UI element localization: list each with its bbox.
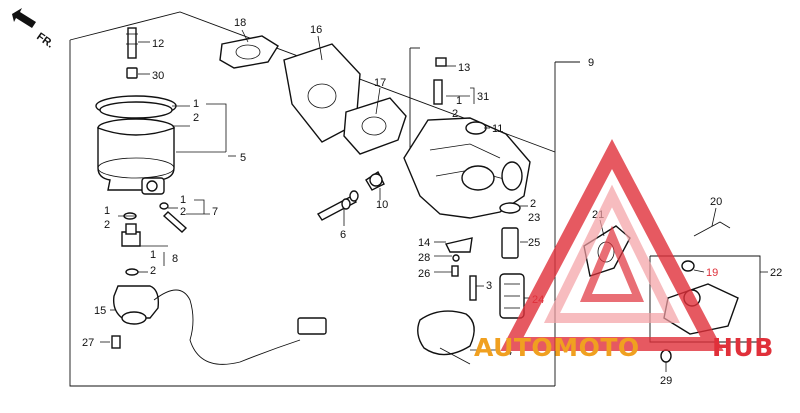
label-12: 12 — [152, 38, 164, 50]
label-11: 11 — [492, 123, 503, 135]
insulator-gaskets — [219, 35, 407, 155]
float-chamber-assembly — [95, 27, 327, 365]
label-8: 8 — [172, 253, 178, 265]
label-17: 17 — [374, 77, 386, 89]
label-14: 14 — [418, 237, 430, 249]
label-2c: 2 — [180, 206, 186, 218]
label-10: 10 — [376, 199, 388, 211]
label-7: 7 — [212, 206, 218, 218]
label-22: 22 — [770, 267, 782, 279]
label-3: 3 — [486, 280, 492, 292]
label-15: 15 — [94, 305, 106, 317]
watermark-text-automoto: AUTOMOTO — [474, 333, 640, 362]
frame-outline — [69, 11, 580, 387]
label-28: 28 — [418, 252, 430, 264]
label-5: 5 — [240, 152, 246, 164]
label-31: 31 — [477, 91, 489, 103]
label-1f: 1 — [456, 95, 462, 107]
pilot-screw-set — [316, 170, 385, 221]
label-4: 4 — [506, 346, 512, 358]
automotohub-watermark: AUTOMOTO HUB — [474, 138, 774, 362]
direction-label: FR. — [34, 31, 55, 51]
label-2e: 2 — [150, 265, 156, 277]
label-16: 16 — [310, 24, 322, 36]
label-2g: 2 — [530, 198, 536, 210]
label-1a: 1 — [193, 98, 199, 110]
label-2a: 2 — [193, 112, 199, 124]
label-1d: 1 — [104, 205, 110, 217]
label-18: 18 — [234, 17, 246, 29]
label-19: 19 — [706, 267, 718, 279]
label-1c: 1 — [180, 194, 186, 206]
label-6: 6 — [340, 229, 346, 241]
label-27: 27 — [82, 337, 94, 349]
leader-lines — [100, 29, 768, 372]
carburetor-body — [403, 57, 531, 365]
front-direction-arrow: FR. — [12, 8, 56, 51]
label-9: 9 — [588, 57, 594, 69]
label-26: 26 — [418, 268, 430, 280]
label-2f: 2 — [452, 108, 458, 120]
watermark-text-hub: HUB — [712, 333, 774, 362]
label-1e: 1 — [150, 249, 156, 261]
label-30: 30 — [152, 70, 164, 82]
label-25: 25 — [528, 237, 540, 249]
label-29: 29 — [660, 375, 672, 387]
part-labels: 12 30 1 2 5 1 2 7 1 2 1 2 8 15 27 18 16 … — [82, 17, 782, 387]
label-2d: 2 — [104, 219, 110, 231]
label-23: 23 — [528, 212, 540, 224]
label-20: 20 — [710, 196, 722, 208]
label-13: 13 — [458, 62, 470, 74]
